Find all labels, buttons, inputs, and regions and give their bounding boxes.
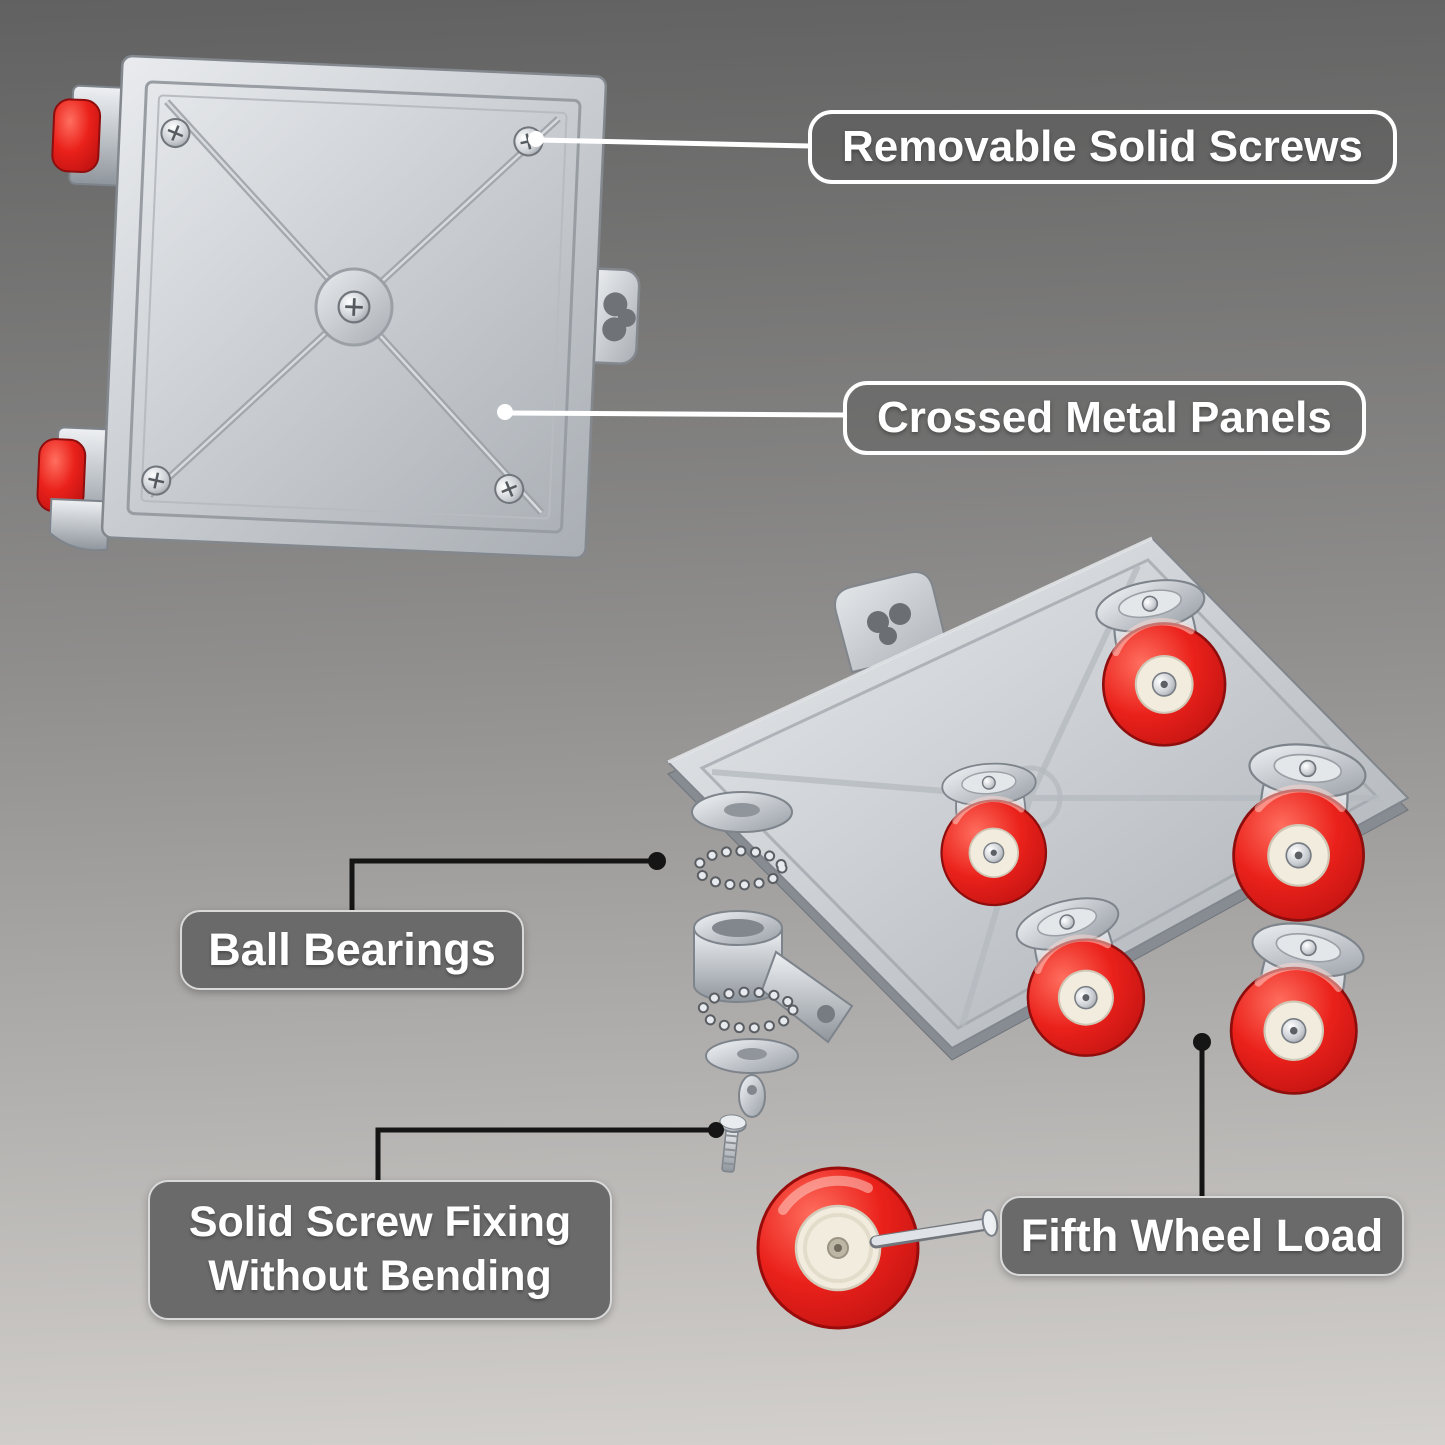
axle-pin	[869, 1209, 999, 1249]
dolly-underside-illustration	[666, 536, 1410, 1330]
connector-line-fifth-wheel	[1193, 1033, 1211, 1198]
callout-screwfix-line1: Solid Screw Fixing	[188, 1198, 572, 1246]
mounting-tab-keyhole	[592, 267, 641, 365]
top-panel-illustration	[36, 54, 641, 560]
pointer-dot-removable-screws	[528, 131, 544, 147]
callout-ball-bearings: Ball Bearings	[180, 910, 524, 990]
exploded-swivel-parts	[691, 791, 854, 1173]
connector-line-removable-screws	[528, 131, 811, 149]
callout-fifth-wheel-load: Fifth Wheel Load	[1000, 1196, 1404, 1276]
side-caster-wheels	[36, 84, 131, 552]
connector-line-solid-screw	[375, 1122, 724, 1182]
callout-crossed-label: Crossed Metal Panels	[877, 393, 1332, 442]
pointer-dot-fifth-wheel	[1193, 1033, 1211, 1051]
kingpin-screw	[718, 1114, 747, 1173]
center-screw	[336, 289, 372, 325]
connector-line-crossed-panels	[497, 404, 846, 420]
ball-bearing-ring-bottom	[697, 986, 799, 1034]
ball-bearing-ring-top	[692, 845, 788, 891]
exploded-wheel	[756, 1166, 999, 1330]
callout-removable-solid-screws: Removable Solid Screws	[808, 110, 1397, 184]
callout-removable-label: Removable Solid Screws	[842, 122, 1363, 171]
callout-fifth-label: Fifth Wheel Load	[1020, 1210, 1384, 1261]
connector-line-ball-bearings	[349, 852, 666, 914]
pointer-dot-ball-bearings	[648, 852, 666, 870]
pointer-dot-solid-screw	[708, 1122, 724, 1138]
callout-ball-label: Ball Bearings	[208, 924, 496, 975]
callout-screwfix-line2: Without Bending	[208, 1251, 552, 1300]
callout-solid-screw-fixing: Solid Screw Fixing Without Bending	[148, 1180, 612, 1320]
pointer-dot-crossed-panels	[497, 404, 513, 420]
callout-crossed-metal-panels: Crossed Metal Panels	[843, 381, 1366, 455]
